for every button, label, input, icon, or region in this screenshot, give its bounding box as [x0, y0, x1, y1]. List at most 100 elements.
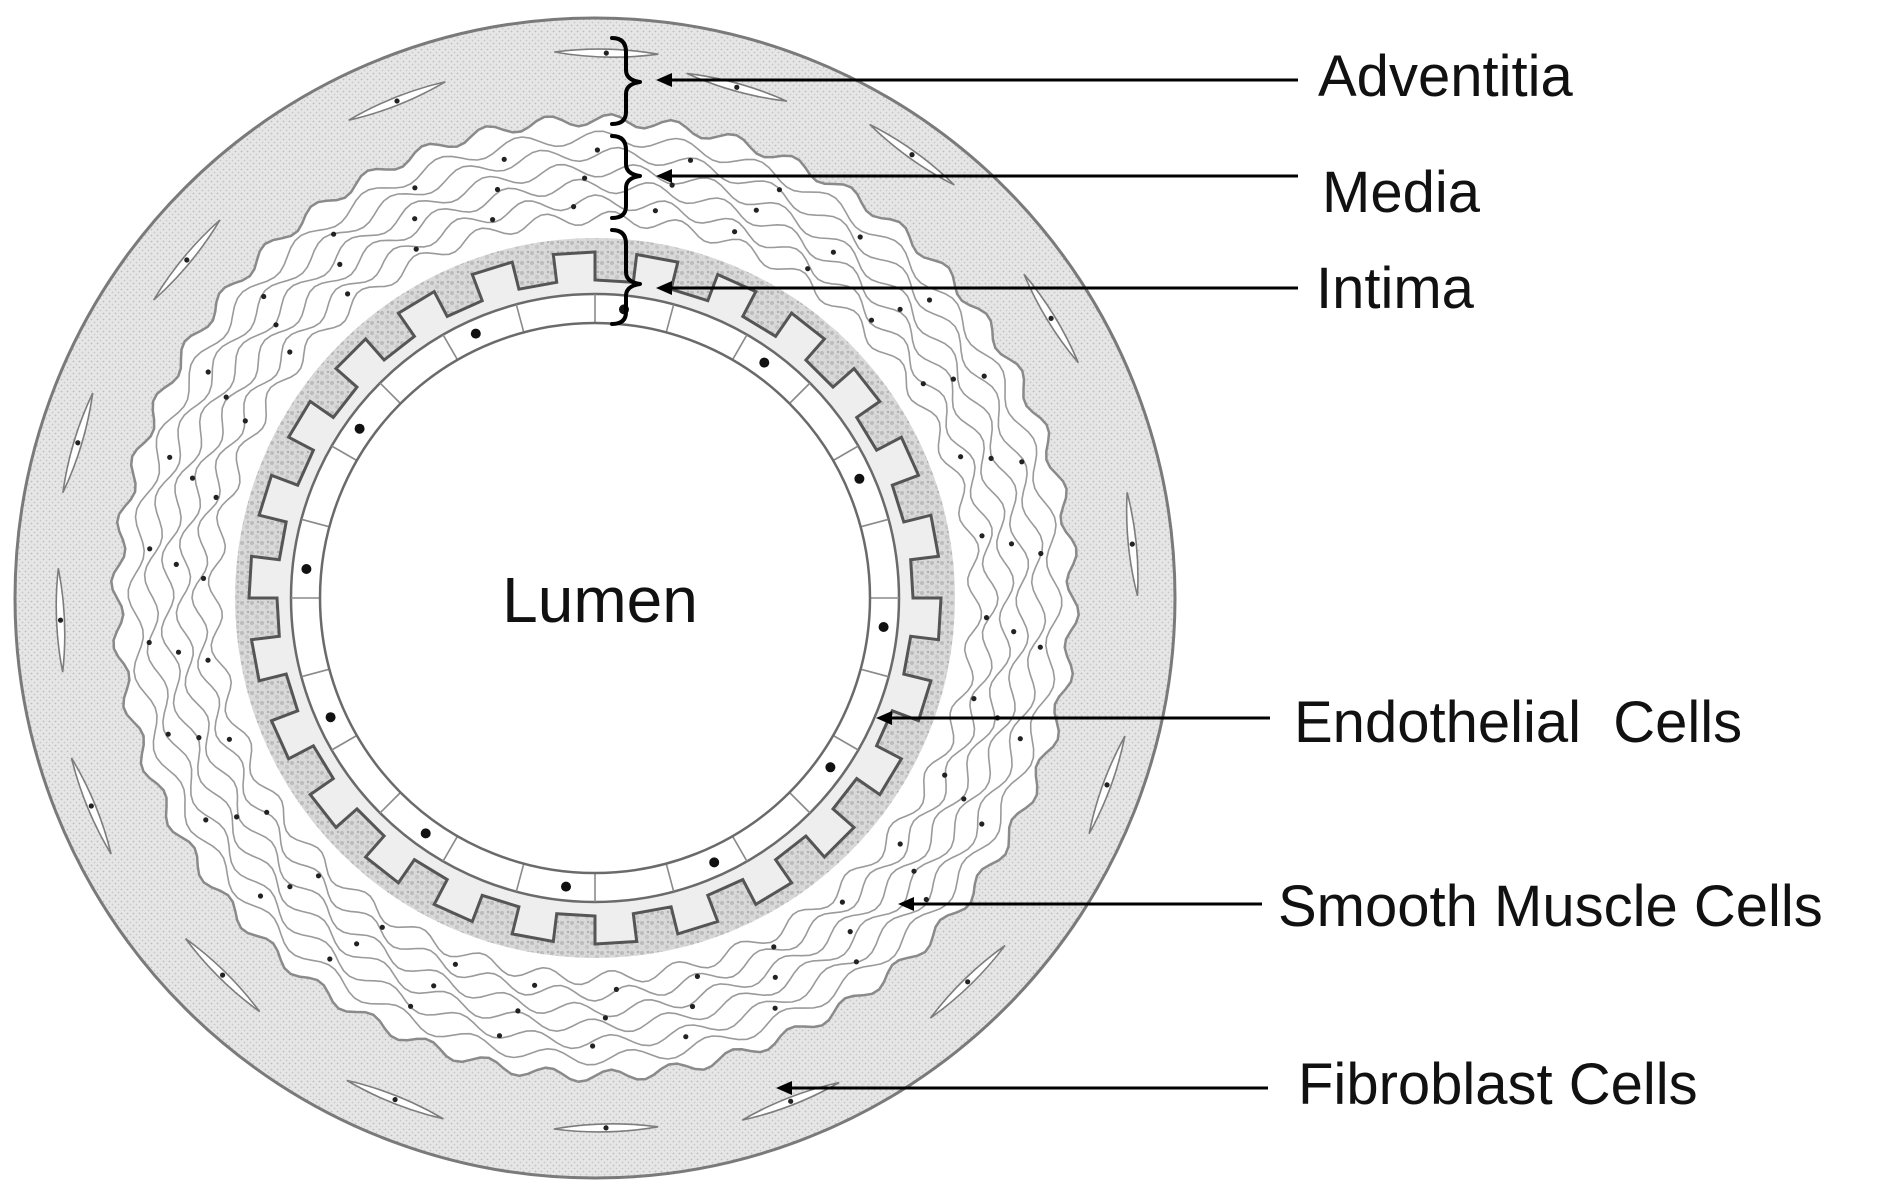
smooth-muscle-nucleus: [196, 735, 202, 741]
endothelial-cell-boundary: [442, 334, 459, 361]
endothelial-cell-nucleus: [709, 857, 720, 868]
smooth-muscle-nucleus: [315, 873, 322, 879]
fibroblast-cell: [55, 568, 66, 673]
smooth-muscle-nucleus: [379, 924, 385, 930]
smooth-muscle-lamellae: [127, 130, 1063, 1066]
smooth-muscle-nucleus: [732, 229, 738, 235]
endothelial-cell-boundary: [832, 445, 859, 462]
fibroblast-cell: [929, 944, 1006, 1019]
smooth-muscle-nucleus: [582, 175, 588, 181]
smooth-muscle-nucleus: [515, 1008, 521, 1014]
adventitia-label: Adventitia: [1318, 44, 1573, 109]
smooth-muscle-nucleus: [167, 454, 173, 460]
smooth-muscle-nucleus: [897, 306, 903, 312]
smooth-muscle-lamella: [143, 146, 1047, 1050]
lumen-label: Lumen: [502, 564, 698, 636]
endothelial-cell-boundary: [860, 518, 889, 528]
smooth-muscle-nucleus: [983, 615, 990, 621]
fibroblast-arrowhead: [776, 1081, 792, 1095]
endothelial-cell-boundary: [301, 518, 330, 528]
endothelial-cell-boundaries: [291, 294, 899, 902]
endothelial-cell-nucleus: [825, 762, 836, 773]
smooth-muscle-nucleus: [687, 157, 694, 163]
smooth-muscle-nucleus: [590, 1043, 596, 1049]
fibroblast-cell: [70, 757, 112, 855]
smooth-muscle-arrowhead: [898, 897, 914, 911]
smooth-muscle-nucleus: [594, 147, 601, 153]
smooth-muscle-nucleus: [689, 1003, 696, 1010]
smooth-muscle-nucleus: [988, 455, 994, 461]
endothelial-cell-boundary: [665, 863, 675, 892]
fibroblast-cell: [1088, 735, 1126, 835]
endothelial-cell-nucleus: [325, 712, 336, 723]
endothelial-cell-boundary: [731, 835, 748, 862]
intima-label: Intima: [1316, 256, 1475, 321]
media-brace: [610, 134, 642, 220]
smooth-muscle-nucleus: [173, 561, 179, 568]
endothelial-arrowhead: [876, 711, 892, 725]
smooth-muscle-nucleus: [496, 1033, 503, 1039]
smooth-muscle-cell-nuclei: [146, 147, 1044, 1049]
smooth-muscle-nucleus: [926, 297, 933, 303]
smooth-muscle-nucleus: [613, 986, 620, 993]
smooth-muscle-nucleus: [602, 1015, 609, 1021]
adventitia-arrowhead: [656, 73, 672, 87]
smooth-muscle-nucleus: [1037, 644, 1043, 650]
smooth-muscle-nucleus: [261, 293, 267, 300]
fibroblast-cell: [553, 1123, 659, 1133]
endothelial-cell-boundary: [515, 304, 525, 333]
smooth-muscle-nucleus: [868, 317, 875, 323]
smooth-muscle-nucleus: [331, 231, 337, 237]
endothelial-cell-nucleus: [561, 881, 571, 892]
fibroblast-cell: [1125, 492, 1139, 597]
smooth-muscle-nucleus: [1011, 629, 1017, 635]
smooth-muscle-nucleus: [1019, 459, 1025, 465]
smooth-muscle-nucleus: [203, 817, 209, 823]
endothelial-cell-boundary: [331, 445, 358, 462]
smooth-muscle-nucleus: [979, 533, 985, 539]
smooth-muscle-nucleus: [669, 182, 675, 188]
endothelial-cell-boundary: [832, 734, 859, 751]
fibroblast-cell: [741, 1081, 840, 1121]
smooth-muscle-nucleus: [223, 394, 229, 400]
fibroblast-cell: [348, 80, 446, 122]
smooth-muscle-nucleus: [950, 376, 957, 382]
endothelial-cell-boundary: [301, 668, 330, 678]
endothelial-cell-nucleus: [420, 828, 431, 839]
endothelial-cell-boundary: [442, 835, 459, 862]
smooth-muscle-nucleus: [413, 246, 419, 252]
smooth-muscle-nucleus: [408, 1003, 414, 1009]
smooth-muscle-nucleus: [853, 959, 860, 965]
endothelial-cell-boundary: [788, 791, 811, 814]
fibroblast-cell: [554, 48, 659, 58]
smooth-muscle-nucleus: [532, 982, 538, 988]
smooth-muscle-nucleus: [981, 373, 987, 379]
fibroblast-cell: [346, 1079, 444, 1120]
smooth-muscle-nucleus: [412, 185, 418, 191]
endothelial-cell-nucleus: [854, 473, 865, 484]
smooth-muscle-nucleus: [200, 575, 207, 582]
smooth-muscle-nucleus: [911, 868, 917, 874]
smooth-muscle-nucleus: [857, 234, 863, 240]
smooth-muscle-nucleus: [175, 649, 182, 655]
smooth-muscle-nucleus: [147, 546, 153, 552]
smooth-muscle-nucleus: [412, 216, 418, 222]
smooth-muscle-nucleus: [571, 204, 577, 210]
smooth-muscle-nucleus: [920, 381, 926, 387]
smooth-muscle-nucleus: [213, 494, 219, 500]
smooth-muscle-nucleus: [805, 266, 811, 272]
endothelial-cells-label: Endothelial Cells: [1294, 690, 1742, 755]
smooth-muscle-nucleus: [839, 899, 846, 905]
smooth-muscle-lamella: [160, 163, 1030, 1033]
smooth-muscle-nucleus: [971, 696, 977, 702]
media-arrowhead: [656, 169, 672, 183]
smooth-muscle-nucleus: [189, 475, 196, 481]
smooth-muscle-nucleus: [1017, 736, 1023, 742]
smooth-muscle-nucleus: [830, 249, 837, 255]
endothelial-cell-nucleus: [354, 423, 365, 434]
smooth-muscle-nucleus: [772, 974, 778, 980]
smooth-muscle-nucleus: [226, 736, 232, 742]
smooth-muscle-nucleus: [287, 884, 293, 890]
smooth-muscle-lamella: [127, 130, 1063, 1066]
